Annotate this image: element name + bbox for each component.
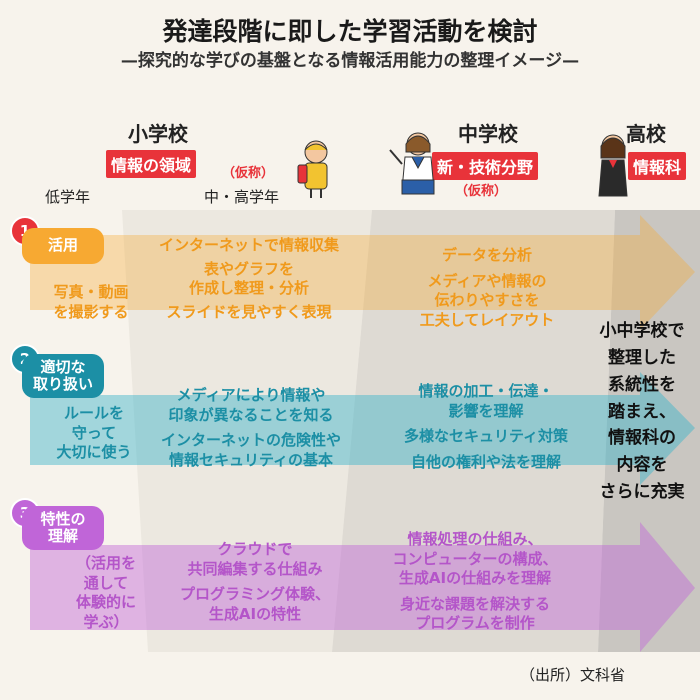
tekisetsu-junior-line4: 自他の権利や法を理解: [410, 452, 561, 471]
tokusei-low: （活用を 通して 体験的に 学ぶ）: [56, 554, 156, 632]
katsuyo-junior-line1: データを分析: [441, 246, 532, 264]
katsuyo-mid-line4: スライドを見やすく表現: [166, 302, 332, 321]
category-1-label: 活用: [22, 228, 104, 264]
tokusei-junior-line1: 情報処理の仕組み、: [407, 530, 543, 548]
tokusei-mid-line3: プログラミング体験、: [179, 585, 330, 603]
tokusei-low-line2: 通して: [83, 573, 129, 592]
high-school-line5: 情報科の: [608, 428, 676, 449]
katsuyo-low-line1: 写真・動画: [53, 283, 129, 301]
category-2-label-line2: 取り扱い: [32, 375, 93, 393]
tekisetsu-low-line3: 大切に使う: [56, 443, 132, 461]
tokusei-junior-line2: コンピューターの構成、: [392, 549, 558, 568]
katsuyo-junior-line4: 工夫してレイアウト: [419, 310, 555, 329]
tekisetsu-low-line1: ルールを: [63, 404, 124, 422]
high-school-line2: 整理した: [608, 347, 676, 368]
katsuyo-junior-line2: メディアや情報の: [427, 271, 547, 290]
tokusei-low-line4: 学ぶ）: [83, 612, 129, 631]
katsuyo-junior: データを分析 メディアや情報の 伝わりやすさを 工夫してレイアウト: [372, 246, 602, 330]
column-junior: [332, 210, 615, 652]
stage-high-name: 高校: [626, 122, 666, 146]
arrow-tekisetsu: [30, 372, 695, 485]
grade-low: 低学年: [45, 188, 91, 206]
tokusei-junior: 情報処理の仕組み、 コンピューターの構成、 生成AIの仕組みを理解 身近な課題を…: [350, 530, 600, 634]
tokusei-mid-line1: クラウドで: [217, 540, 293, 558]
high-school-line3: 系統性を: [608, 374, 676, 395]
katsuyo-mid-line2: 表やグラフを: [203, 259, 294, 278]
katsuyo-low: 写真・動画 を撮影する: [36, 283, 146, 322]
high-student-illustration: [598, 134, 628, 197]
category-3-label-line1: 特性の: [40, 509, 86, 528]
tokusei-low-line3: 体験的に: [75, 593, 136, 611]
tokusei-mid-line4: 生成AIの特性: [208, 604, 302, 623]
tekisetsu-mid-line2: 印象が異なることを知る: [168, 405, 334, 424]
high-school-line6: 内容を: [616, 455, 668, 476]
junior-student-illustration: [389, 132, 435, 195]
elementary-student-illustration: [297, 140, 328, 198]
katsuyo-mid-line1: インターネットで情報収集: [158, 236, 339, 254]
tekisetsu-low-line2: 守って: [71, 423, 117, 442]
tekisetsu-junior: 情報の加工・伝達・ 影響を理解 多様なセキュリティ対策 自他の権利や法を理解: [370, 382, 602, 472]
source-note: （出所）文科省: [520, 666, 626, 684]
tokusei-junior-line4: 身近な課題を解決する: [399, 594, 550, 613]
tokusei-junior-line5: プログラムを制作: [415, 614, 535, 632]
stage-elementary-note: （仮称）: [222, 166, 275, 181]
tekisetsu-low: ルールを 守って 大切に使う: [44, 404, 144, 463]
stage-junior-name: 中学校: [458, 122, 518, 146]
tekisetsu-junior-line3: 多様なセキュリティ対策: [403, 427, 569, 445]
katsuyo-low-line2: を撮影する: [53, 302, 129, 321]
column-high: [598, 210, 700, 652]
katsuyo-mid-line3: 作成し整理・分析: [188, 279, 309, 297]
stage-elementary-label: 情報の領域: [106, 150, 197, 178]
column-elementary-mid: [122, 210, 372, 652]
tokusei-junior-line3: 生成AIの仕組みを理解: [398, 569, 552, 587]
tokusei-mid: クラウドで 共同編集する仕組み プログラミング体験、 生成AIの特性: [140, 540, 370, 624]
arrow-katsuyo: [30, 215, 695, 330]
tekisetsu-mid: メディアにより情報や 印象が異なることを知る インターネットの危険性や 情報セキ…: [130, 386, 372, 470]
category-3-label-line2: 理解: [47, 527, 78, 545]
high-school-line4: 踏まえ、: [608, 401, 676, 422]
stage-elementary-name: 小学校: [128, 122, 188, 146]
high-school-text: 小中学校で 整理した 系統性を 踏まえ、 情報科の 内容を さらに充実: [584, 318, 700, 506]
arrow-tokusei: [30, 522, 695, 652]
tokusei-low-line1: （活用を: [75, 554, 136, 572]
page-title: 発達段階に即した学習活動を検討: [162, 17, 538, 46]
stage-junior-note: （仮称）: [455, 184, 508, 199]
high-school-line7: さらに充実: [599, 482, 685, 503]
tekisetsu-junior-line2: 影響を理解: [448, 401, 524, 420]
grade-mid: 中・高学年: [204, 188, 280, 206]
category-3-label: 特性の理解: [22, 506, 104, 550]
katsuyo-junior-line3: 伝わりやすさを: [434, 291, 540, 309]
tokusei-mid-line2: 共同編集する仕組み: [187, 559, 323, 578]
tekisetsu-mid-line1: メディアにより情報や: [176, 386, 326, 404]
category-2-label-line1: 適切な: [40, 357, 86, 376]
stage-junior-label: 新・技術分野: [432, 152, 539, 180]
stage-high-label: 情報科: [628, 152, 687, 180]
page-subtitle: —探究的な学びの基盤となる情報活用能力の整理イメージ—: [120, 51, 580, 71]
tekisetsu-junior-line1: 情報の加工・伝達・: [418, 382, 554, 400]
category-2-label: 適切な取り扱い: [22, 354, 104, 398]
katsuyo-mid: インターネットで情報収集 表やグラフを 作成し整理・分析 スライドを見やすく表現: [130, 236, 368, 322]
high-school-line1: 小中学校で: [599, 321, 685, 341]
tekisetsu-mid-line4: 情報セキュリティの基本: [168, 450, 334, 469]
tekisetsu-mid-line3: インターネットの危険性や: [160, 431, 341, 449]
